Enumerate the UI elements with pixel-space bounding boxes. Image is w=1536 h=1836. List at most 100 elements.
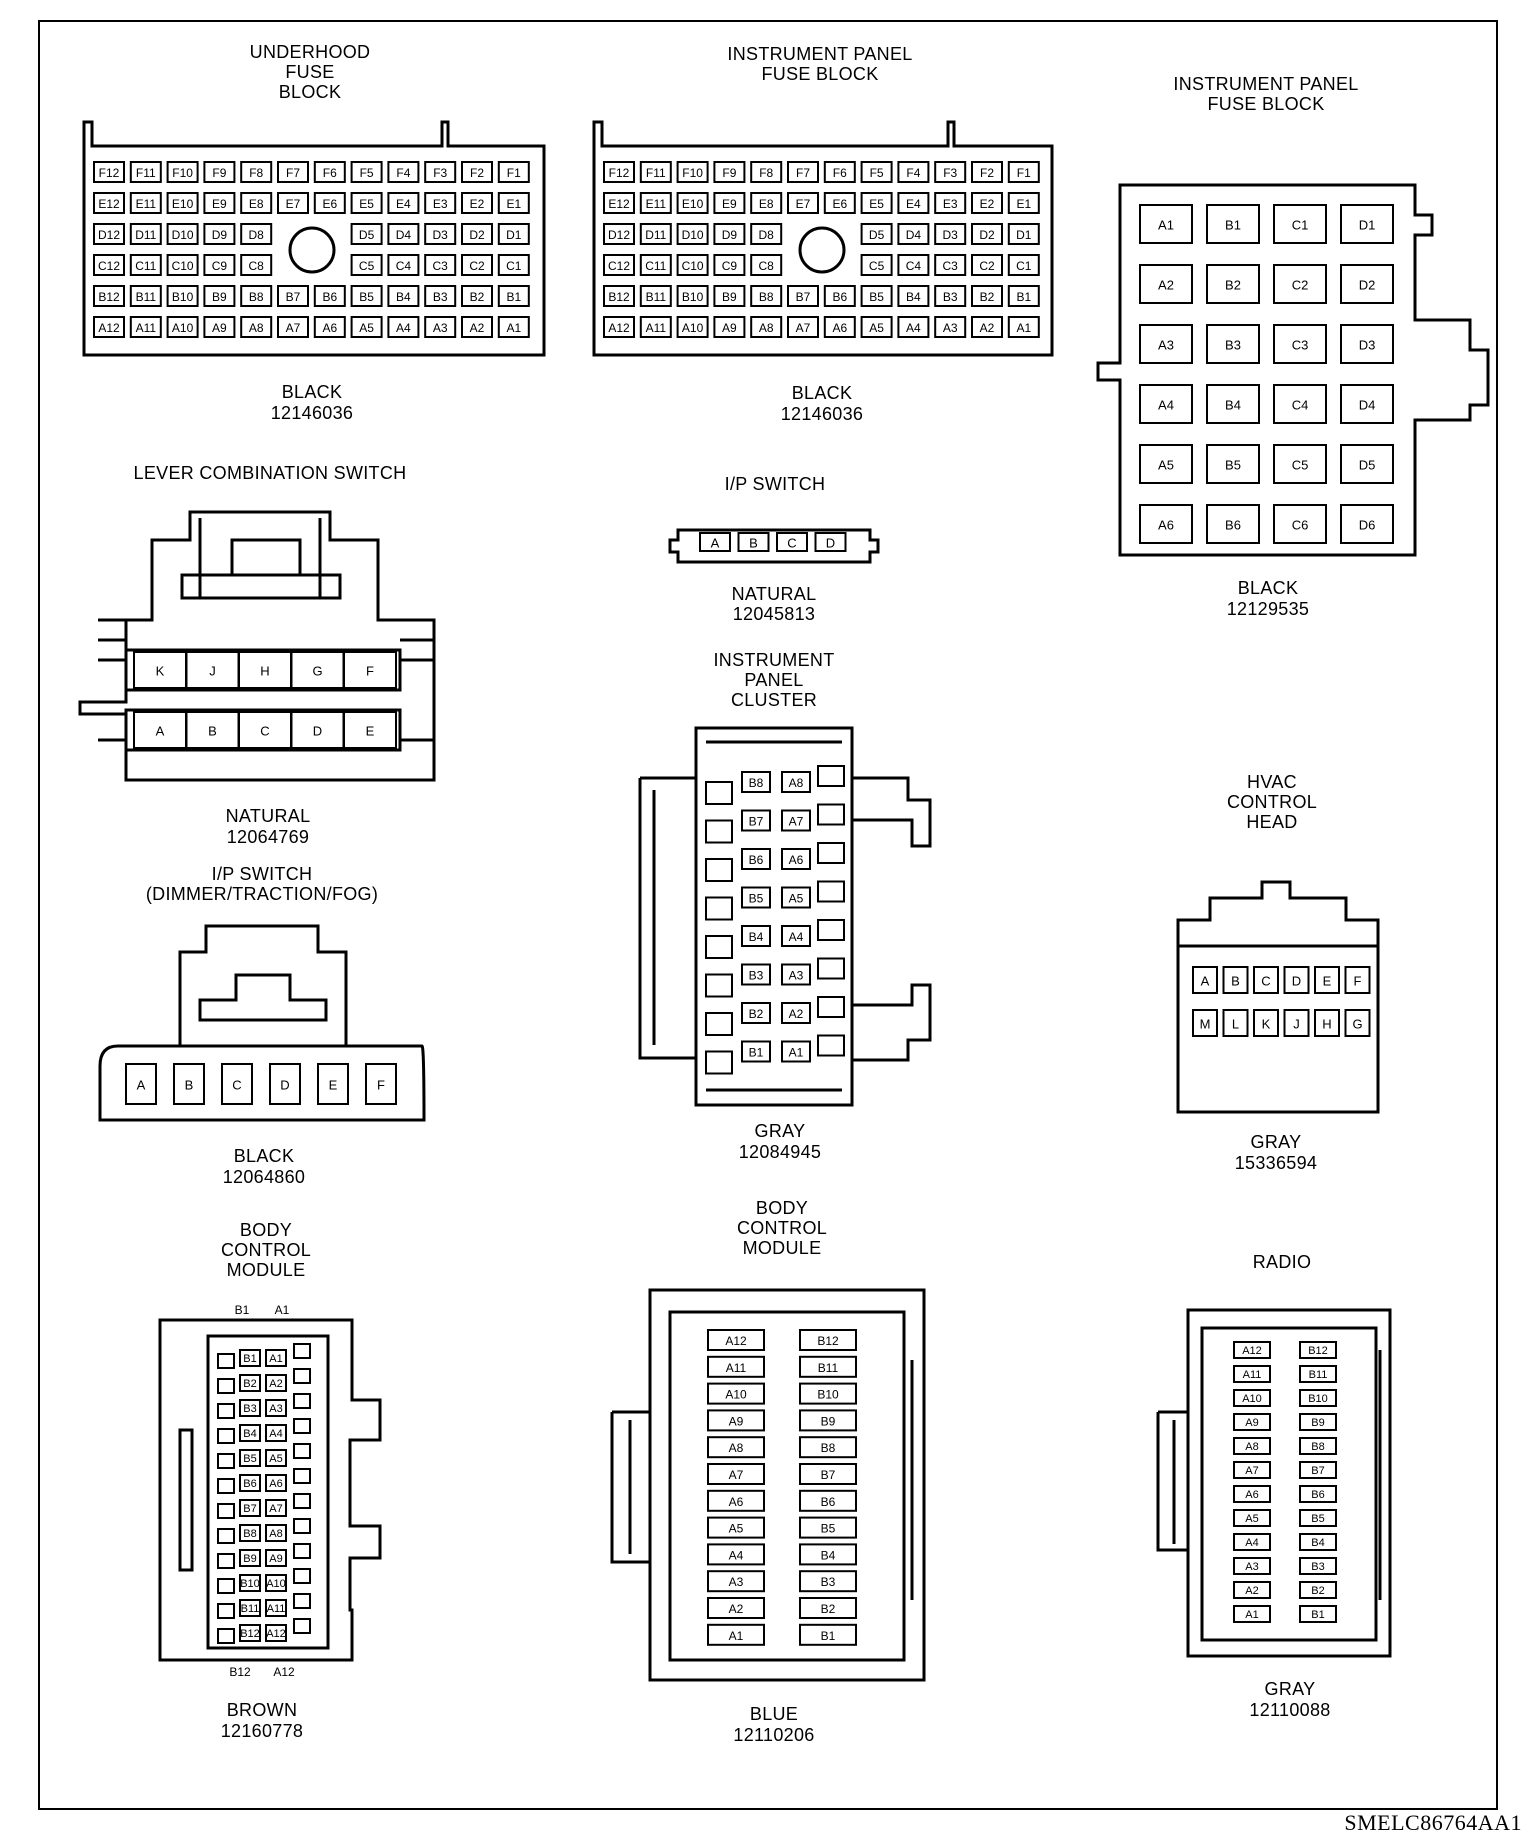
radio-B7-label: B7	[1311, 1465, 1324, 1477]
uh-D8-label: D8	[249, 228, 265, 242]
ipb-A6-cavity	[1139, 504, 1193, 544]
ipa-B12-label: B12	[608, 290, 630, 304]
hvac-K-label: K	[1262, 1017, 1271, 1032]
bcmb-A4-cavity	[265, 1424, 287, 1442]
bcmb-B8-cavity	[239, 1524, 261, 1542]
ipb-B6-label: B6	[1225, 518, 1241, 533]
uh-E6-label: E6	[322, 197, 337, 211]
ip-switch-dimmer-title: I/P SWITCH (DIMMER/TRACTION/FOG)	[145, 864, 379, 904]
ipa-C1-label: C1	[1016, 259, 1032, 273]
ipc-B2-label: B2	[749, 1007, 764, 1021]
ipa-E6-label: E6	[832, 197, 847, 211]
ipa-B8-cavity	[750, 285, 783, 307]
lever-C-label: C	[260, 724, 269, 739]
uh-F4-cavity	[387, 161, 420, 183]
bcmbl-B6-label: B6	[821, 1495, 836, 1509]
uh-A10-label: A10	[172, 321, 194, 335]
radio-B3-cavity	[1299, 1557, 1337, 1575]
uh-F12-cavity	[93, 161, 125, 183]
bcmb-A10-label: A10	[266, 1578, 286, 1590]
ipa-E11-label: E11	[646, 197, 667, 211]
hvac-H-cavity	[1314, 1009, 1340, 1037]
ipa-B4-label: B4	[906, 290, 921, 304]
bcmb-A1-label: A1	[269, 1353, 282, 1365]
uh-D4-cavity	[387, 223, 420, 245]
ipa-E2-label: E2	[980, 197, 995, 211]
uh-A3-cavity	[424, 316, 457, 338]
bcm-brown-corner-label: B12	[229, 1665, 251, 1679]
ipb-A2-cavity	[1139, 264, 1193, 304]
hvac-A-cavity	[1192, 966, 1218, 994]
ipa-C11-cavity	[639, 254, 672, 276]
uh-B1-cavity	[497, 285, 530, 307]
bcmbl-A5-label: A5	[729, 1522, 744, 1536]
bcmb-right-3-cavity	[293, 1418, 311, 1434]
uh-E1-cavity	[497, 192, 530, 214]
radio-B10-label: B10	[1308, 1393, 1328, 1405]
ipa-C12-label: C12	[608, 259, 630, 273]
underhood-fuse-block-color: BLACK	[281, 382, 343, 402]
uh-C4-label: C4	[396, 259, 412, 273]
ipa-B11-cavity	[639, 285, 672, 307]
ipa-C9-cavity	[713, 254, 746, 276]
ipa-D11-label: D11	[645, 228, 666, 242]
radio-B5-label: B5	[1311, 1513, 1324, 1525]
ipb-A5-cavity	[1139, 444, 1193, 484]
lever-B-label: B	[208, 724, 217, 739]
ipc-B6-label: B6	[749, 853, 764, 867]
hvac-K-cavity	[1253, 1009, 1279, 1037]
uh-A9-cavity	[203, 316, 236, 338]
uh-F5-cavity	[350, 161, 383, 183]
uh-C2-label: C2	[469, 259, 485, 273]
uh-F7-label: F7	[286, 166, 300, 180]
radio-B4-label: B4	[1311, 1537, 1324, 1549]
ipc-left-0-cavity	[705, 781, 733, 805]
bcm-blue-part-number: 12110206	[733, 1725, 815, 1745]
ipa-B12-cavity	[603, 285, 635, 307]
uh-F10-label: F10	[172, 166, 193, 180]
uh-F2-label: F2	[470, 166, 484, 180]
ipa-C2-label: C2	[979, 259, 995, 273]
ipa-D1-label: D1	[1016, 228, 1032, 242]
uh-D5-cavity	[350, 223, 383, 245]
ipa-E9-label: E9	[722, 197, 737, 211]
uh-D10-cavity	[166, 223, 199, 245]
ipc-A4-label: A4	[789, 930, 804, 944]
uh-D12-label: D12	[98, 228, 120, 242]
ipb-A4-label: A4	[1158, 398, 1174, 413]
radio-A8-label: A8	[1245, 1441, 1258, 1453]
hvac-F-label: F	[1354, 974, 1362, 989]
lever-combination-switch-part-number: 12064769	[226, 827, 310, 847]
uh-F1-cavity	[497, 161, 530, 183]
ipa-A2-label: A2	[980, 321, 995, 335]
radio-A10-cavity	[1233, 1389, 1271, 1407]
ipa-F8-label: F8	[759, 166, 773, 180]
ipb-A1-cavity	[1139, 204, 1193, 244]
bcmbl-A2-cavity	[707, 1597, 765, 1619]
hvac-E-label: E	[1323, 974, 1332, 989]
bcmbl-A7-label: A7	[729, 1468, 744, 1482]
uh-B8-label: B8	[249, 290, 264, 304]
bcmb-A8-label: A8	[269, 1528, 282, 1540]
ipc-A5-label: A5	[789, 892, 804, 906]
lever-J-cavity	[185, 651, 240, 689]
uh-C3-cavity	[424, 254, 457, 276]
bcmb-left-3-cavity	[217, 1428, 235, 1444]
ipb-C6-label: C6	[1292, 518, 1309, 533]
bcmb-B9-cavity	[239, 1549, 261, 1567]
ipa-D5-cavity	[860, 223, 893, 245]
dim-C-cavity	[221, 1063, 253, 1105]
ip-switch-dimmer-part-number: 12064860	[222, 1167, 306, 1187]
ipa-A9-cavity	[713, 316, 746, 338]
ipb-D5-cavity	[1340, 444, 1394, 484]
uh-F3-cavity	[424, 161, 457, 183]
ipa-B9-cavity	[713, 285, 746, 307]
ipa-E10-label: E10	[682, 197, 704, 211]
ip-switch-dimmer-color: BLACK	[233, 1146, 295, 1166]
